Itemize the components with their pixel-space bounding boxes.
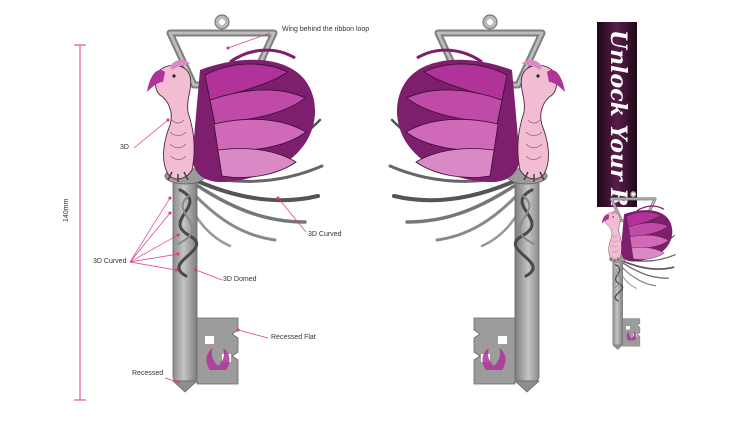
annotation-recessed-flat: Recessed Flat	[271, 334, 316, 341]
medal-on-ribbon	[600, 189, 677, 352]
annotation-3d-curved-shaft: 3D Curved	[93, 258, 127, 265]
annotation-3d-curved-wing: 3D Curved	[308, 231, 342, 238]
ribbon-medal-preview: Unlock Your Run	[597, 22, 637, 239]
dimension-label: 140mm	[63, 198, 70, 222]
medal-front-right	[390, 15, 565, 392]
ribbon-text: Unlock Your Run	[605, 30, 631, 239]
annotation-3d: 3D	[120, 144, 129, 151]
leader-lines	[129, 32, 307, 384]
annotation-3d-domed: 3D Domed	[223, 276, 257, 283]
annotation-recessed: Recessed	[132, 370, 164, 377]
dimension-line	[74, 44, 86, 401]
annotation-wing-behind-ribbon: Wing behind the ribbon loop	[282, 26, 370, 33]
